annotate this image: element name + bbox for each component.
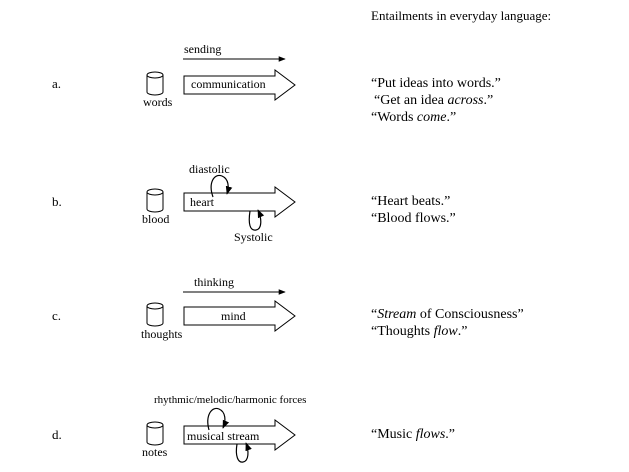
row-a-container-icon (146, 71, 164, 96)
row-a-above-label: sending (184, 42, 222, 56)
row-b-above-label: diastolic (189, 162, 230, 176)
row-d-container-label: notes (142, 445, 168, 459)
row-d-above-label: rhythmic/melodic/harmonic forces (154, 394, 307, 406)
row-d-quote-1: “Music flows.” (371, 427, 456, 442)
row-c-arrow-label: mind (221, 309, 246, 323)
row-a-quote-2: “Get an idea across.” (374, 93, 494, 108)
row-b-quote-1: “Heart beats.” (371, 194, 451, 209)
row-c-container-label: thoughts (141, 327, 183, 341)
row-b-quote-2: “Blood flows.” (371, 211, 456, 226)
row-c-quote-2: “Thoughts flow.” (371, 324, 468, 339)
row-d-container-icon (146, 421, 164, 446)
row-d-force-loop-bottom (235, 442, 252, 463)
row-d-graphics (146, 407, 296, 463)
entailments-header: Entailments in everyday language: (371, 8, 552, 23)
row-d-letter: d. (52, 427, 62, 442)
row-b-systolic-loop-arrow (248, 209, 265, 231)
row-c-above-label: thinking (194, 275, 235, 289)
row-c-container-icon (146, 302, 164, 327)
row-a-arrow-label: communication (191, 77, 266, 91)
row-d-block-arrow (183, 419, 296, 451)
row-b-arrow-label: heart (190, 195, 214, 209)
row-d-force-loop-top (207, 407, 230, 431)
row-a-quote-3: “Words come.” (371, 110, 457, 125)
row-a-quote-1: “Put ideas into words.” (371, 76, 501, 91)
row-c-letter: c. (52, 308, 62, 323)
row-c-graphics (146, 289, 296, 332)
row-d-arrow-label: musical stream (187, 429, 260, 443)
row-a-container-label: words (143, 95, 173, 109)
row-b-diastolic-loop-arrow (210, 174, 233, 198)
row-a-letter: a. (52, 76, 62, 91)
row-b-container-icon (146, 188, 164, 213)
row-a-graphics (146, 56, 296, 101)
row-b-graphics (146, 174, 296, 231)
row-b-below-label: Systolic (234, 230, 273, 244)
row-c-quote-1: “Stream of Consciousness” (371, 307, 524, 322)
row-c-block-arrow (183, 300, 296, 332)
row-b-letter: b. (52, 194, 62, 209)
row-a-block-arrow (183, 69, 296, 101)
row-b-container-label: blood (142, 212, 170, 226)
